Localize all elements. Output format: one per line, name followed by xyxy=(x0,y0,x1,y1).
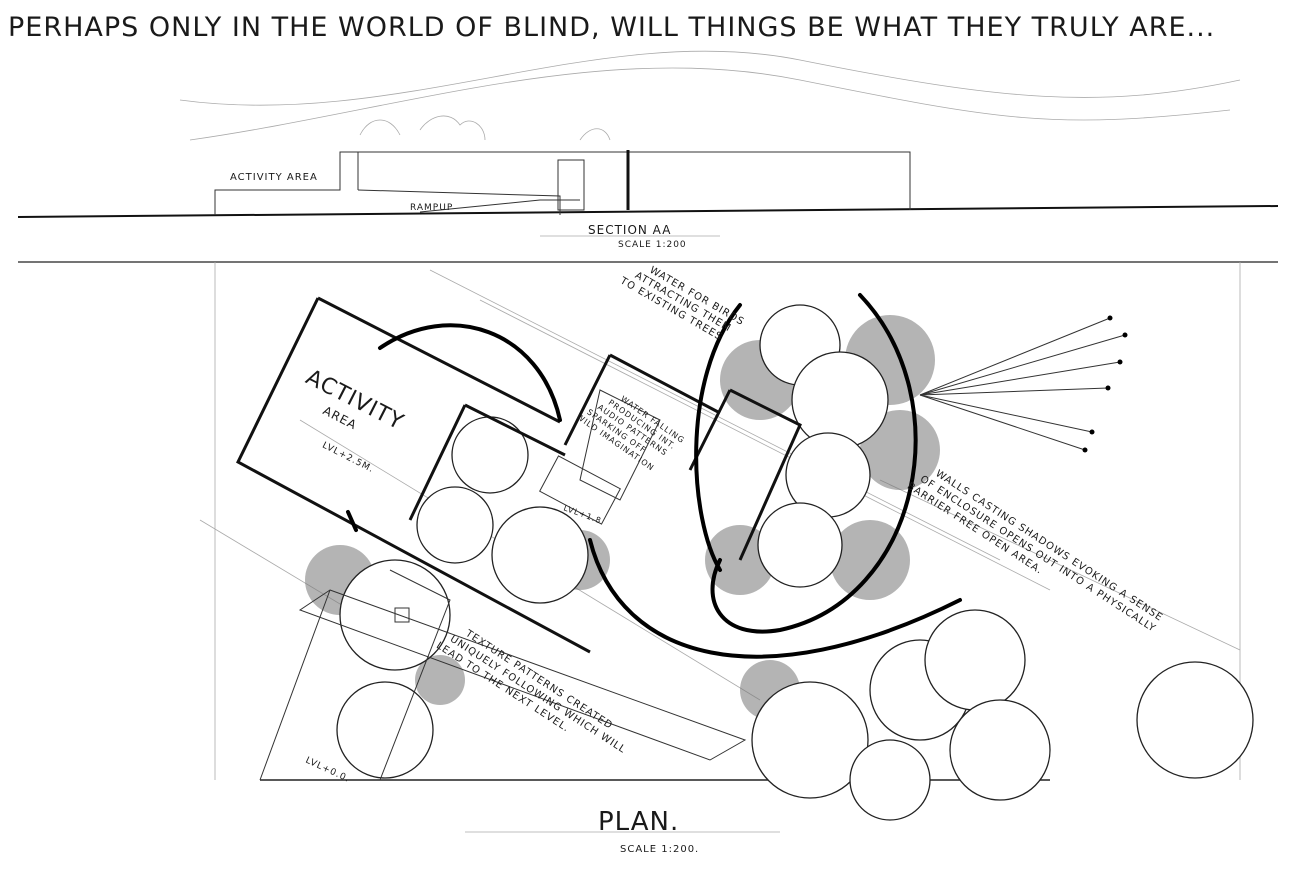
plan-title: PLAN. xyxy=(598,807,679,837)
texture-path xyxy=(298,589,747,761)
foliage-mass xyxy=(830,520,910,600)
tree xyxy=(751,681,869,799)
section-activity-label: ACTIVITY AREA xyxy=(230,172,318,183)
svg-text:UNIQUELY FOLLOWING WHICH WILL: UNIQUELY FOLLOWING WHICH WILL xyxy=(448,634,628,756)
section-aa: ACTIVITY AREA RAMPUP SECTION AA SCALE 1:… xyxy=(17,115,1279,250)
plan-scale: SCALE 1:200. xyxy=(620,844,699,855)
stair xyxy=(539,455,621,525)
sheet-title: PERHAPS ONLY IN THE WORLD OF BLIND, WILL… xyxy=(8,12,1215,43)
shadow-ray xyxy=(919,387,1109,396)
tree xyxy=(416,486,494,564)
guide-line xyxy=(879,479,1241,651)
section-title: SECTION AA xyxy=(588,223,671,237)
shadow-ray xyxy=(919,394,1086,451)
tree xyxy=(451,416,529,494)
plan-frame xyxy=(18,261,1278,781)
shadow-ray xyxy=(919,394,1093,433)
sky-line xyxy=(189,67,1231,141)
ray-point xyxy=(1107,315,1113,321)
tree xyxy=(336,681,434,779)
section-scale: SCALE 1:200 xyxy=(618,240,687,250)
sky-line xyxy=(179,50,1241,106)
ray-point xyxy=(1122,332,1128,338)
activity-level: LVL+2.5M. xyxy=(320,441,375,476)
tree xyxy=(491,506,589,604)
ray-point xyxy=(1105,385,1111,391)
plinth xyxy=(394,607,410,623)
tree xyxy=(849,739,931,821)
tree xyxy=(949,699,1051,801)
texture-note: TEXTURE PATTERNS CREATED UNIQUELY FOLLOW… xyxy=(434,628,628,756)
ray-point xyxy=(1117,359,1123,365)
svg-text:WALLS CASTING SHADOWS EVOKING: WALLS CASTING SHADOWS EVOKING A SENSE xyxy=(933,468,1164,624)
foliage-mass xyxy=(860,410,940,490)
walls-note: WALLS CASTING SHADOWS EVOKING A SENSE OF… xyxy=(905,468,1165,635)
shadow-ray xyxy=(919,317,1111,396)
guide-line xyxy=(479,299,1051,591)
water-birds-note: WATER FOR BIRDS ATTRACTING THEM TO EXIST… xyxy=(617,265,746,343)
shadow-ray xyxy=(919,361,1121,396)
activity-area-wall xyxy=(236,297,591,654)
ray-point xyxy=(1082,447,1088,453)
tree xyxy=(924,609,1026,711)
ramp-label: RAMPUP xyxy=(410,203,453,213)
tree xyxy=(1136,661,1254,779)
svg-text:OF ENCLOSURE OPENS OUT INTO A: OF ENCLOSURE OPENS OUT INTO A PHYSICALLY xyxy=(918,474,1158,635)
shadow-ray xyxy=(919,334,1126,396)
tree xyxy=(791,351,889,449)
foliage-mass xyxy=(415,655,465,705)
ray-point xyxy=(1089,429,1095,435)
plan-buildings xyxy=(236,293,1128,781)
curved-wall xyxy=(378,323,562,422)
tree xyxy=(757,502,843,588)
